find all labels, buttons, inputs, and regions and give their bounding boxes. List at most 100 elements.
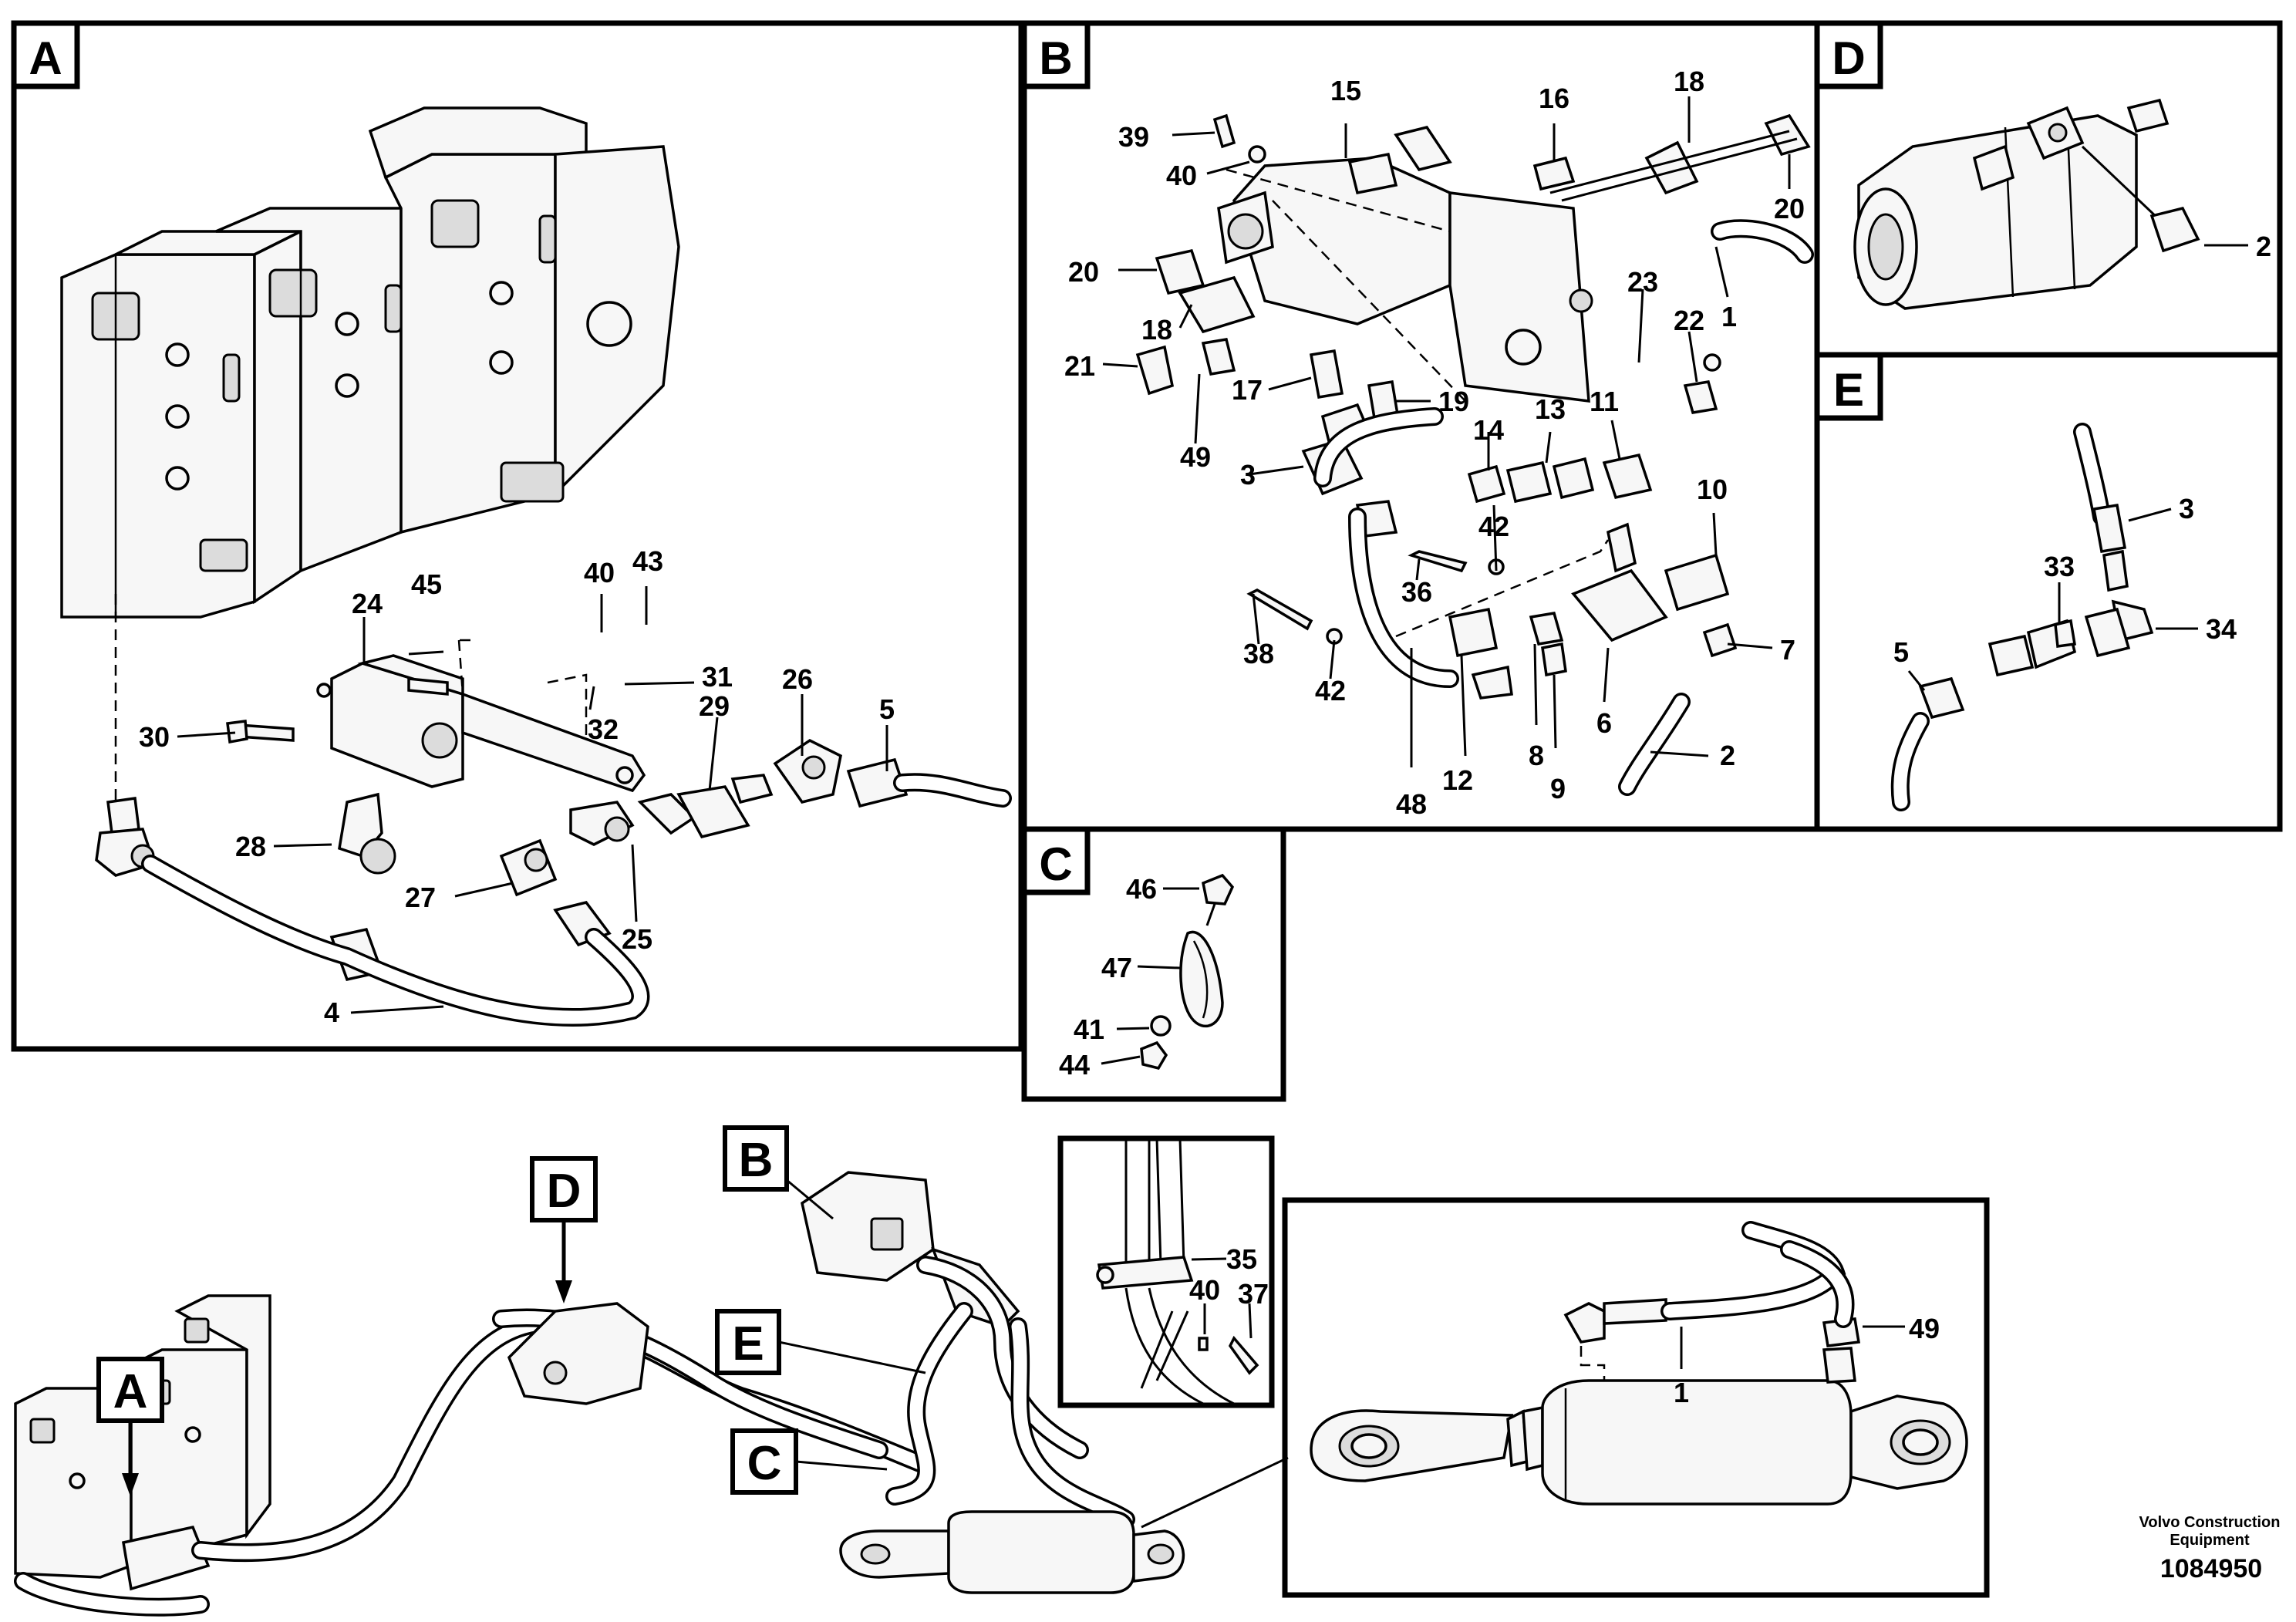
part-3: 3 [1240,459,1256,491]
part-45: 45 [411,568,442,600]
part-5: 5 [879,693,895,725]
doc-number: 1084950 [2160,1554,2262,1583]
panel-e: E 3 33 34 5 [1814,352,2283,832]
part-38: 38 [1243,638,1274,669]
overview-label-a: A [113,1365,148,1418]
overview-callout-d: D [530,1156,598,1303]
panel-a: A [11,20,1024,1052]
part-6: 6 [1596,707,1612,739]
part-15: 15 [1330,75,1361,106]
overview-callout-b: B [723,1125,834,1220]
part-22: 22 [1674,305,1704,336]
pump-d-illustration [1853,98,2200,310]
part-12: 12 [1442,764,1473,796]
panel-b: B [1021,20,1820,832]
part-40: 40 [1166,160,1197,191]
panel-a-label-box [11,20,80,89]
part-3: 3 [2179,493,2194,524]
part-49: 49 [1909,1313,1940,1344]
part-27: 27 [405,882,436,913]
part-48: 48 [1396,788,1427,820]
fittings-e-illustration [1918,503,2154,720]
panel-b-label: B [1039,32,1072,84]
overview-callout-a: A [96,1357,164,1496]
panel-b-label-box [1021,20,1091,89]
panel-a-frame [11,20,1024,1052]
overview-label-c: C [747,1437,782,1490]
overview-label-d: D [547,1165,582,1218]
part-36: 36 [1401,576,1432,608]
part-8: 8 [1529,740,1544,771]
cylinder-frame [1282,1197,1990,1598]
part-47: 47 [1101,952,1132,983]
part-11: 11 [1590,386,1619,417]
brand-line-2: Equipment [2170,1532,2250,1549]
part-40: 40 [584,557,615,588]
part-49: 49 [1180,441,1211,473]
part-7: 7 [1780,634,1795,666]
part-31: 31 [702,661,733,693]
detail-frame [1057,1135,1275,1408]
part-29: 29 [699,690,730,722]
part-46: 46 [1126,873,1157,905]
cylinder-illustration [1310,1298,1968,1506]
part-1: 1 [1721,301,1737,332]
part-32: 32 [588,713,619,745]
panel-c: C 46 47 41 44 [1021,826,1286,1102]
valve-block-illustration [95,654,909,982]
part-4: 4 [324,996,339,1028]
control-valve-illustration [1135,113,1811,700]
part-1: 1 [1674,1377,1689,1408]
panel-d-label: D [1832,32,1865,84]
part-17: 17 [1232,374,1263,406]
panel-e-label: E [1833,364,1864,416]
panel-d: D 2 [1814,20,2283,358]
part-2: 2 [2256,231,2271,262]
part-28: 28 [235,831,266,862]
part-23: 23 [1627,266,1658,298]
part-35: 35 [1226,1243,1257,1275]
part-13: 13 [1535,393,1566,425]
panel-d-label-box [1814,20,1883,89]
part-34: 34 [2206,613,2237,645]
part-14: 14 [1473,414,1504,446]
part-20: 20 [1068,256,1099,288]
part-30: 30 [139,721,170,753]
overview-illustration [14,1171,1289,1617]
part-9: 9 [1550,773,1566,804]
clamp-c-illustration [1140,873,1235,1071]
overview-callout-e: E [715,1309,926,1375]
part-16: 16 [1539,83,1569,114]
part-41: 41 [1074,1013,1104,1045]
brand-line-1: Volvo Construction [2139,1514,2281,1531]
part-25: 25 [622,923,652,955]
panel-c-label-box [1021,826,1091,895]
part-37: 37 [1238,1278,1269,1310]
part-43: 43 [632,545,663,577]
part-26: 26 [782,663,813,695]
panel-c-frame [1021,826,1286,1102]
detail-clamp-box: 35 40 37 [1057,1135,1275,1408]
panel-e-frame [1814,352,2283,832]
overview-label-b: B [739,1134,774,1187]
part-21: 21 [1064,350,1095,382]
part-5: 5 [1893,636,1909,668]
part-18: 18 [1141,314,1172,346]
part-20: 20 [1774,193,1805,224]
panel-a-label: A [29,32,62,84]
part-33: 33 [2044,551,2075,582]
part-40: 40 [1189,1274,1220,1306]
overview-callout-c: C [730,1428,888,1495]
part-42: 42 [1315,675,1346,706]
part-10: 10 [1697,474,1728,505]
part-2: 2 [1720,740,1735,771]
panel-c-label: C [1039,838,1072,890]
part-24: 24 [352,588,383,619]
part-39: 39 [1118,121,1149,153]
part-18: 18 [1674,66,1704,97]
panel-e-label-box [1814,352,1883,421]
part-44: 44 [1059,1049,1090,1081]
part-19: 19 [1438,386,1469,417]
pump-assembly-illustration [60,106,680,619]
